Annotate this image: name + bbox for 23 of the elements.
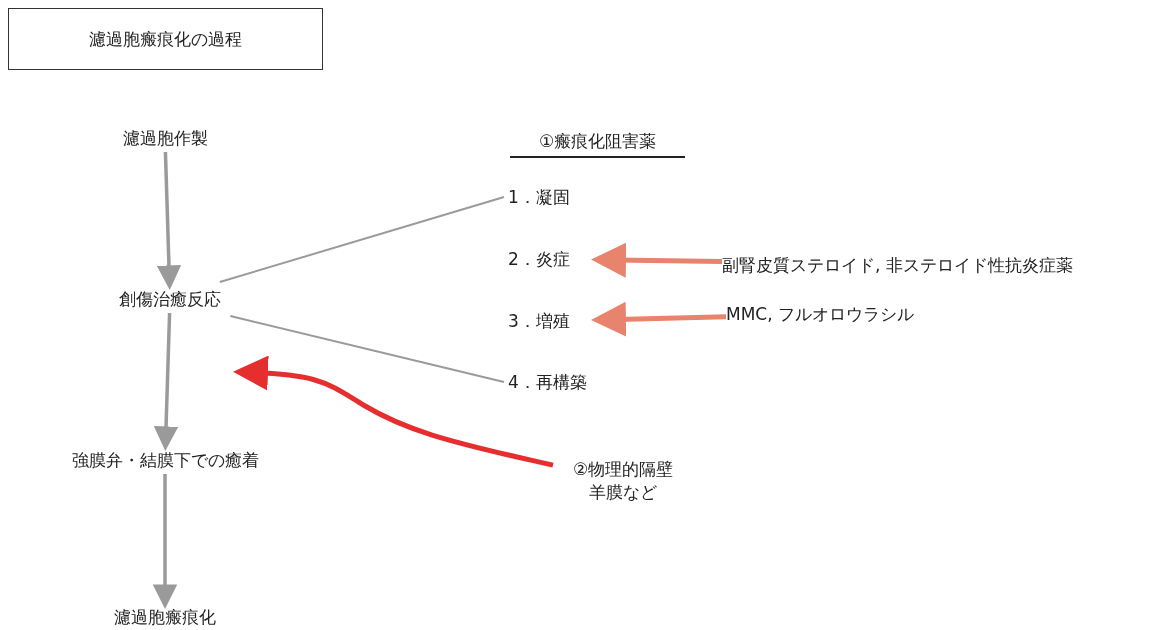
title-box — [8, 8, 323, 70]
title-text: 濾過胞瘢痕化の過程 — [89, 27, 242, 51]
section-heading: ①瘢痕化阻害薬 — [510, 130, 685, 158]
list-item-text: 2．炎症 — [508, 247, 570, 271]
node-text: 副腎皮質ステロイド, 非ステロイド性抗炎症薬 — [722, 253, 1073, 277]
node-text: 濾過胞瘢痕化 — [114, 605, 216, 629]
connector-line — [218, 196, 505, 283]
node-text: 創傷治癒反応 — [119, 287, 221, 311]
arrow — [591, 301, 727, 337]
node-text: ②物理的隔壁 — [572, 458, 674, 481]
arrow — [153, 312, 179, 451]
node-text: MMC, フルオロウラシル — [726, 302, 914, 326]
arrow — [156, 151, 182, 290]
node-text: 羊膜など — [589, 481, 657, 504]
node-text: 濾過胞作製 — [122, 126, 208, 150]
list-item-text: 3．増殖 — [508, 309, 570, 333]
node-text: 強膜弁・結膜下での癒着 — [71, 448, 259, 472]
list-item-text: 1．凝固 — [508, 185, 570, 209]
arrow — [152, 474, 178, 609]
arrow — [591, 242, 723, 278]
arrow — [233, 355, 554, 468]
connector-line — [229, 315, 505, 383]
list-item-text: 4．再構築 — [508, 370, 587, 394]
